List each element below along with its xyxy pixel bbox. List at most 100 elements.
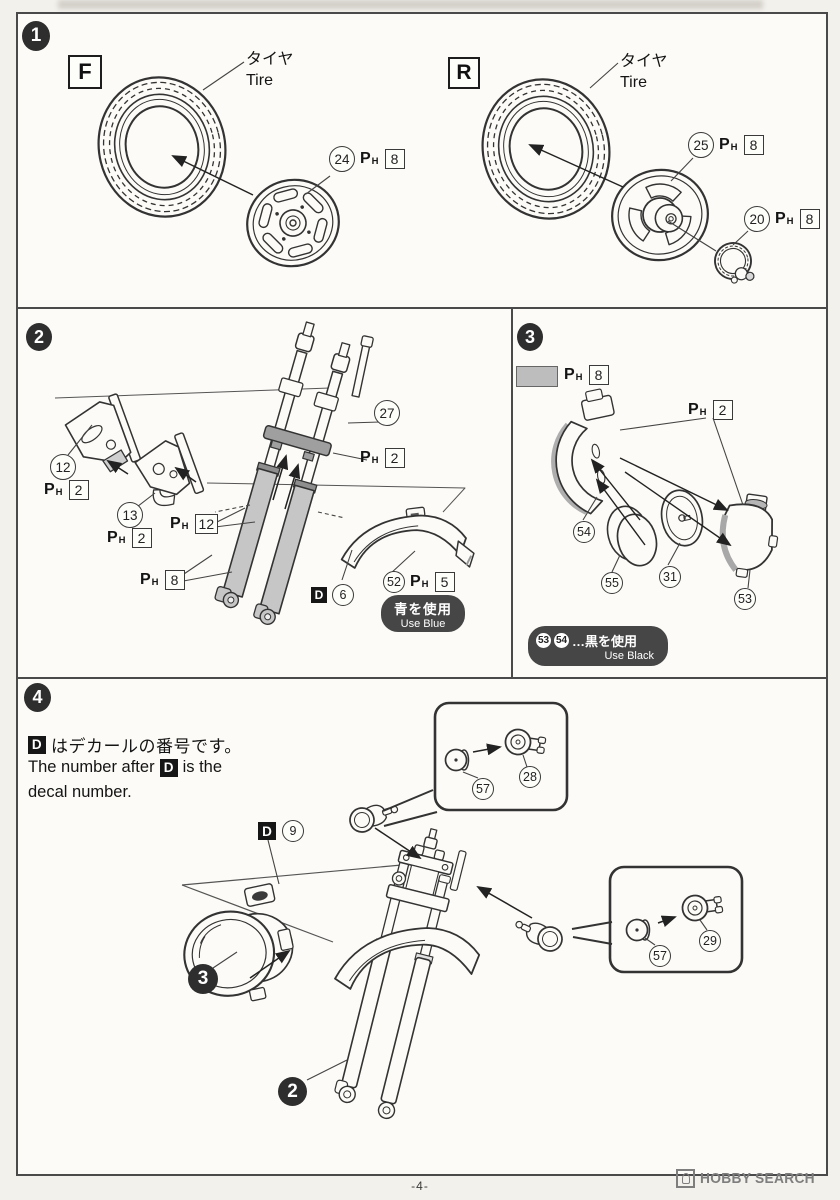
black-part-53: 53: [536, 632, 551, 648]
screw-length: 2: [68, 480, 89, 500]
decal-note-en-line1: The number after D is the: [28, 758, 222, 777]
part-54-number: 54: [573, 521, 595, 543]
decal-box-icon: D: [28, 735, 46, 754]
step1-art: [82, 61, 755, 284]
part-12-callout: 12: [50, 454, 76, 480]
step3-art: [551, 388, 779, 589]
part-31-number: 31: [659, 566, 681, 588]
grommet-57-a: [444, 748, 470, 772]
part-31-callout: 31: [659, 566, 681, 588]
part-27-number: 27: [374, 400, 400, 426]
part-55-number: 55: [601, 572, 623, 594]
front-tire-label-en: Tire: [246, 71, 273, 89]
part-28-number: 28: [519, 766, 541, 788]
use-black-jp: …黒を使用: [572, 633, 638, 649]
part-55-callout: 55: [601, 572, 623, 594]
rear-hub: [714, 242, 755, 284]
part-25-number: 25: [688, 132, 714, 158]
rear-marker: R: [448, 57, 480, 89]
part-29-number: 29: [699, 930, 721, 952]
part-53-number: 53: [734, 588, 756, 610]
page-number: -4-: [411, 1179, 429, 1193]
decal-box-icon: D: [258, 822, 276, 840]
fender-step4: [334, 927, 481, 990]
part-27-callout: 27: [374, 400, 400, 426]
use-blue-en: Use Blue: [400, 617, 446, 630]
grommet-57b-callout: 57: [649, 945, 671, 967]
step-2-number: 2: [26, 323, 52, 351]
screw-length: 5: [434, 572, 455, 592]
decal-note-en-line2-text: decal number.: [28, 783, 132, 801]
front-wheel: [246, 178, 340, 268]
step-4-number: 4: [24, 683, 51, 712]
use-blue-badge: 青を使用 Use Blue: [381, 595, 465, 632]
decal-note-jp-text: はデカールの番号です。: [51, 737, 242, 756]
fork-bracket-13: [134, 432, 205, 507]
part-24-number: 24: [329, 146, 355, 172]
screw-length: 8: [164, 570, 185, 590]
print-bleed-smudge: [58, 0, 763, 9]
screw-length: 8: [799, 209, 820, 229]
use-black-en: Use Black: [604, 649, 654, 662]
decal-6-number: 6: [332, 584, 354, 606]
screw-length: 2: [712, 400, 733, 420]
part-52-number: 52: [383, 571, 405, 593]
front-tire-label: タイヤ Tire: [246, 50, 294, 92]
decal-9-number: 9: [282, 820, 304, 842]
fender-decal-callout: D 6: [311, 584, 354, 606]
front-marker: F: [68, 55, 102, 89]
decal-note-jp: D はデカールの番号です。: [28, 732, 242, 757]
brake-drum-55: [606, 505, 658, 567]
part-54-callout: 54: [573, 521, 595, 543]
steering-stem: [351, 335, 374, 398]
inset-box-29: [608, 865, 744, 974]
part-28-callout: 28: [519, 766, 541, 788]
part-13-callout: 13: [117, 502, 143, 528]
use-blue-jp: 青を使用: [394, 601, 452, 617]
hub-cover-53: [719, 493, 779, 578]
front-fork-assembly: [214, 321, 374, 625]
decal-note-en-before: The number after: [28, 758, 155, 776]
part-20-number: 20: [744, 206, 770, 232]
screw-length: 2: [131, 528, 152, 548]
part-53-callout: 53: [734, 588, 756, 610]
hobby-search-watermark: HOBBY SEARCH: [676, 1169, 821, 1188]
step-1-number: 1: [22, 21, 50, 51]
rear-tire-label-jp: タイヤ: [620, 53, 668, 70]
black-part-54: 54: [554, 632, 569, 648]
screw-length: 8: [743, 135, 764, 155]
subassembly-2-ref: 2: [278, 1077, 307, 1106]
part-29-callout: 29: [699, 930, 721, 952]
screw-length: 8: [384, 149, 405, 169]
step-3-number: 3: [517, 323, 543, 351]
part-12-number: 12: [50, 454, 76, 480]
hobby-search-text: HOBBY SEARCH: [700, 1170, 815, 1187]
brake-panel-54: [551, 388, 615, 515]
part-13-number: 13: [117, 502, 143, 528]
decal-note-en-after: is the: [182, 758, 222, 776]
subassembly-3-ref: 3: [188, 964, 218, 994]
use-black-badge: 53 54 …黒を使用 Use Black: [528, 626, 668, 666]
screw-length: 12: [194, 514, 219, 534]
step2-art: [54, 321, 475, 625]
decal-box-icon: D: [159, 758, 178, 777]
front-fender: [340, 506, 475, 569]
